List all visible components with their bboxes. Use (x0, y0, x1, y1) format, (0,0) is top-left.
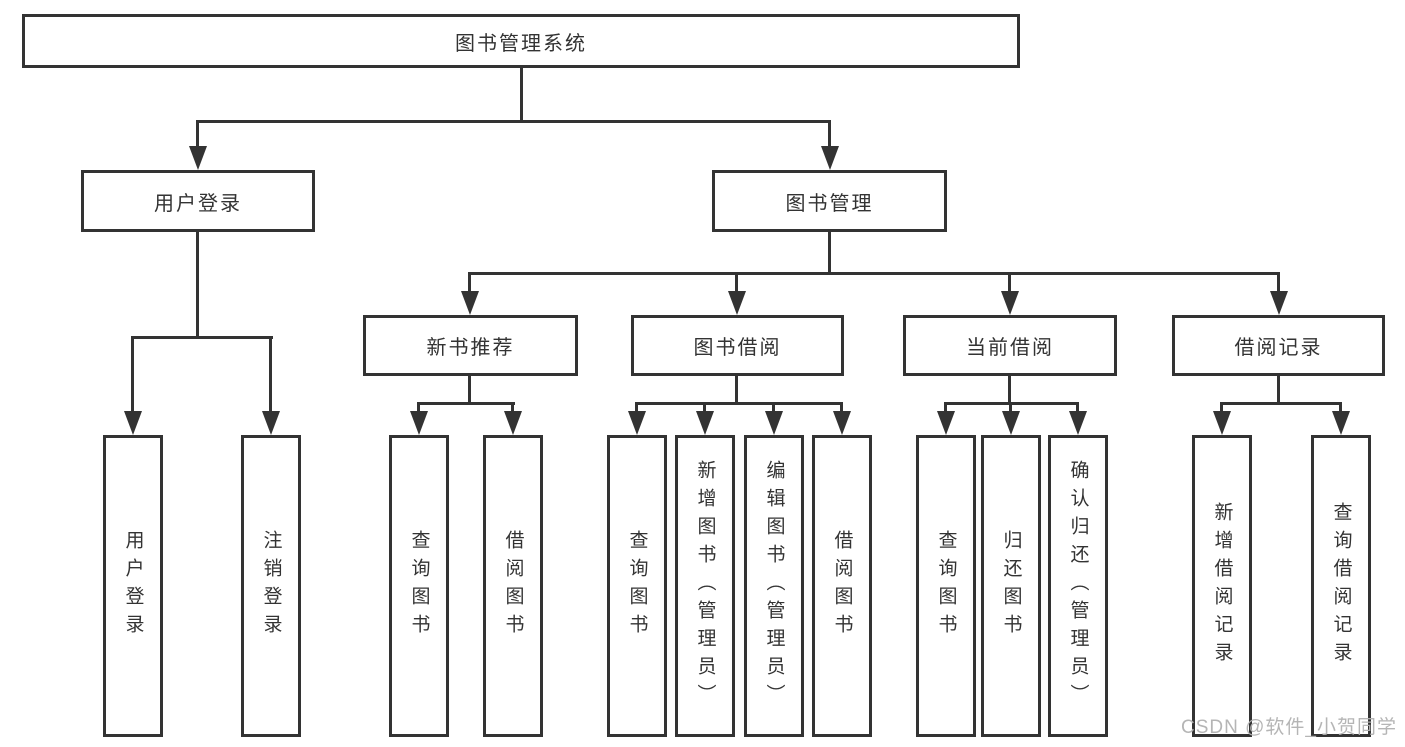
arrowhead (1332, 411, 1350, 435)
arrowhead (1213, 411, 1231, 435)
node-label: 图书管理系统 (455, 32, 587, 55)
connector-drop (196, 120, 199, 150)
arrowhead (765, 411, 783, 435)
node-book-borrowing: 图书借阅 (631, 315, 844, 376)
connector-stem (735, 376, 738, 405)
node-current-borrowing: 当前借阅 (903, 315, 1117, 376)
arrowhead (833, 411, 851, 435)
arrowhead (410, 411, 428, 435)
node-label: 归还图书 (1000, 530, 1022, 642)
node-label: 查询借阅记录 (1330, 502, 1352, 670)
connector-bar (636, 402, 843, 405)
arrowhead (821, 146, 839, 170)
arrowhead (1002, 411, 1020, 435)
connector-book-mgmt-bar (469, 272, 1280, 275)
arrowhead (461, 291, 479, 315)
leaf-borrow-books-recommend: 借阅图书 (483, 435, 543, 737)
leaf-edit-books-admin: 编辑图书（管理员） (744, 435, 804, 737)
node-label: 查询图书 (408, 530, 430, 642)
node-label: 当前借阅 (966, 337, 1054, 359)
connector-root-bar (197, 120, 831, 123)
connector-drop (840, 402, 843, 415)
node-label: 查询图书 (935, 530, 957, 642)
node-new-book-recommend: 新书推荐 (363, 315, 578, 376)
connector-drop (269, 336, 272, 414)
connector-bar (1221, 402, 1342, 405)
connector-bar (945, 402, 1079, 405)
connector-bar (418, 402, 515, 405)
node-label: 借阅记录 (1234, 337, 1323, 359)
node-label: 确认归还（管理员） (1067, 460, 1089, 712)
leaf-query-books-current: 查询图书 (916, 435, 976, 737)
watermark: CSDN @软件_小贺同学 (1181, 717, 1397, 738)
arrowhead (124, 411, 142, 435)
connector-drop (1277, 272, 1280, 296)
arrowhead (1001, 291, 1019, 315)
arrowhead (628, 411, 646, 435)
connector-drop (131, 336, 134, 414)
connector-drop (772, 402, 775, 415)
arrowhead (937, 411, 955, 435)
node-label: 新书推荐 (426, 337, 515, 359)
connector-drop (703, 402, 706, 415)
connector-drop (1339, 402, 1342, 415)
arrowhead (1069, 411, 1087, 435)
arrowhead (696, 411, 714, 435)
connector-stem (468, 376, 471, 405)
node-label: 借阅图书 (831, 530, 853, 642)
connector-drop (828, 120, 831, 150)
node-label: 图书借阅 (693, 337, 782, 359)
node-label: 新增图书（管理员） (694, 460, 716, 712)
leaf-borrow-books-borrowing: 借阅图书 (812, 435, 872, 737)
leaf-logout: 注销登录 (241, 435, 301, 737)
node-book-management: 图书管理 (712, 170, 947, 232)
connector-stem (1277, 376, 1280, 405)
node-label: 查询图书 (626, 530, 648, 642)
connector-drop (468, 272, 471, 296)
node-label: 用户登录 (122, 530, 144, 642)
connector-drop (635, 402, 638, 415)
connector-stem (1008, 376, 1011, 405)
leaf-user-login: 用户登录 (103, 435, 163, 737)
node-label: 注销登录 (260, 530, 282, 642)
node-label: 图书管理 (785, 192, 874, 215)
leaf-return-books: 归还图书 (981, 435, 1041, 737)
connector-book-mgmt-stem (828, 232, 831, 275)
connector-drop (417, 402, 420, 415)
leaf-query-books-recommend: 查询图书 (389, 435, 449, 737)
arrowhead (728, 291, 746, 315)
node-library-management-system: 图书管理系统 (22, 14, 1020, 68)
leaf-query-borrow-record: 查询借阅记录 (1311, 435, 1371, 737)
leaf-add-borrow-record: 新增借阅记录 (1192, 435, 1252, 737)
arrowhead (189, 146, 207, 170)
connector-drop (511, 402, 514, 415)
connector-drop (944, 402, 947, 415)
arrowhead (1270, 291, 1288, 315)
node-user-login: 用户登录 (81, 170, 315, 232)
node-label: 新增借阅记录 (1211, 502, 1233, 670)
connector-root-stem (520, 67, 523, 123)
arrowhead (262, 411, 280, 435)
node-borrowing-records: 借阅记录 (1172, 315, 1385, 376)
connector-drop (1076, 402, 1079, 415)
node-label: 借阅图书 (502, 530, 524, 642)
connector-user-login-stem (196, 232, 199, 339)
connector-drop (1008, 272, 1011, 296)
arrowhead (504, 411, 522, 435)
connector-drop (1220, 402, 1223, 415)
connector-drop (1009, 402, 1012, 415)
leaf-confirm-return-admin: 确认归还（管理员） (1048, 435, 1108, 737)
node-label: 编辑图书（管理员） (763, 460, 785, 712)
connector-user-login-bar (132, 336, 273, 339)
node-label: 用户登录 (154, 192, 242, 215)
connector-drop (735, 272, 738, 296)
leaf-query-books-borrowing: 查询图书 (607, 435, 667, 737)
leaf-add-books-admin: 新增图书（管理员） (675, 435, 735, 737)
